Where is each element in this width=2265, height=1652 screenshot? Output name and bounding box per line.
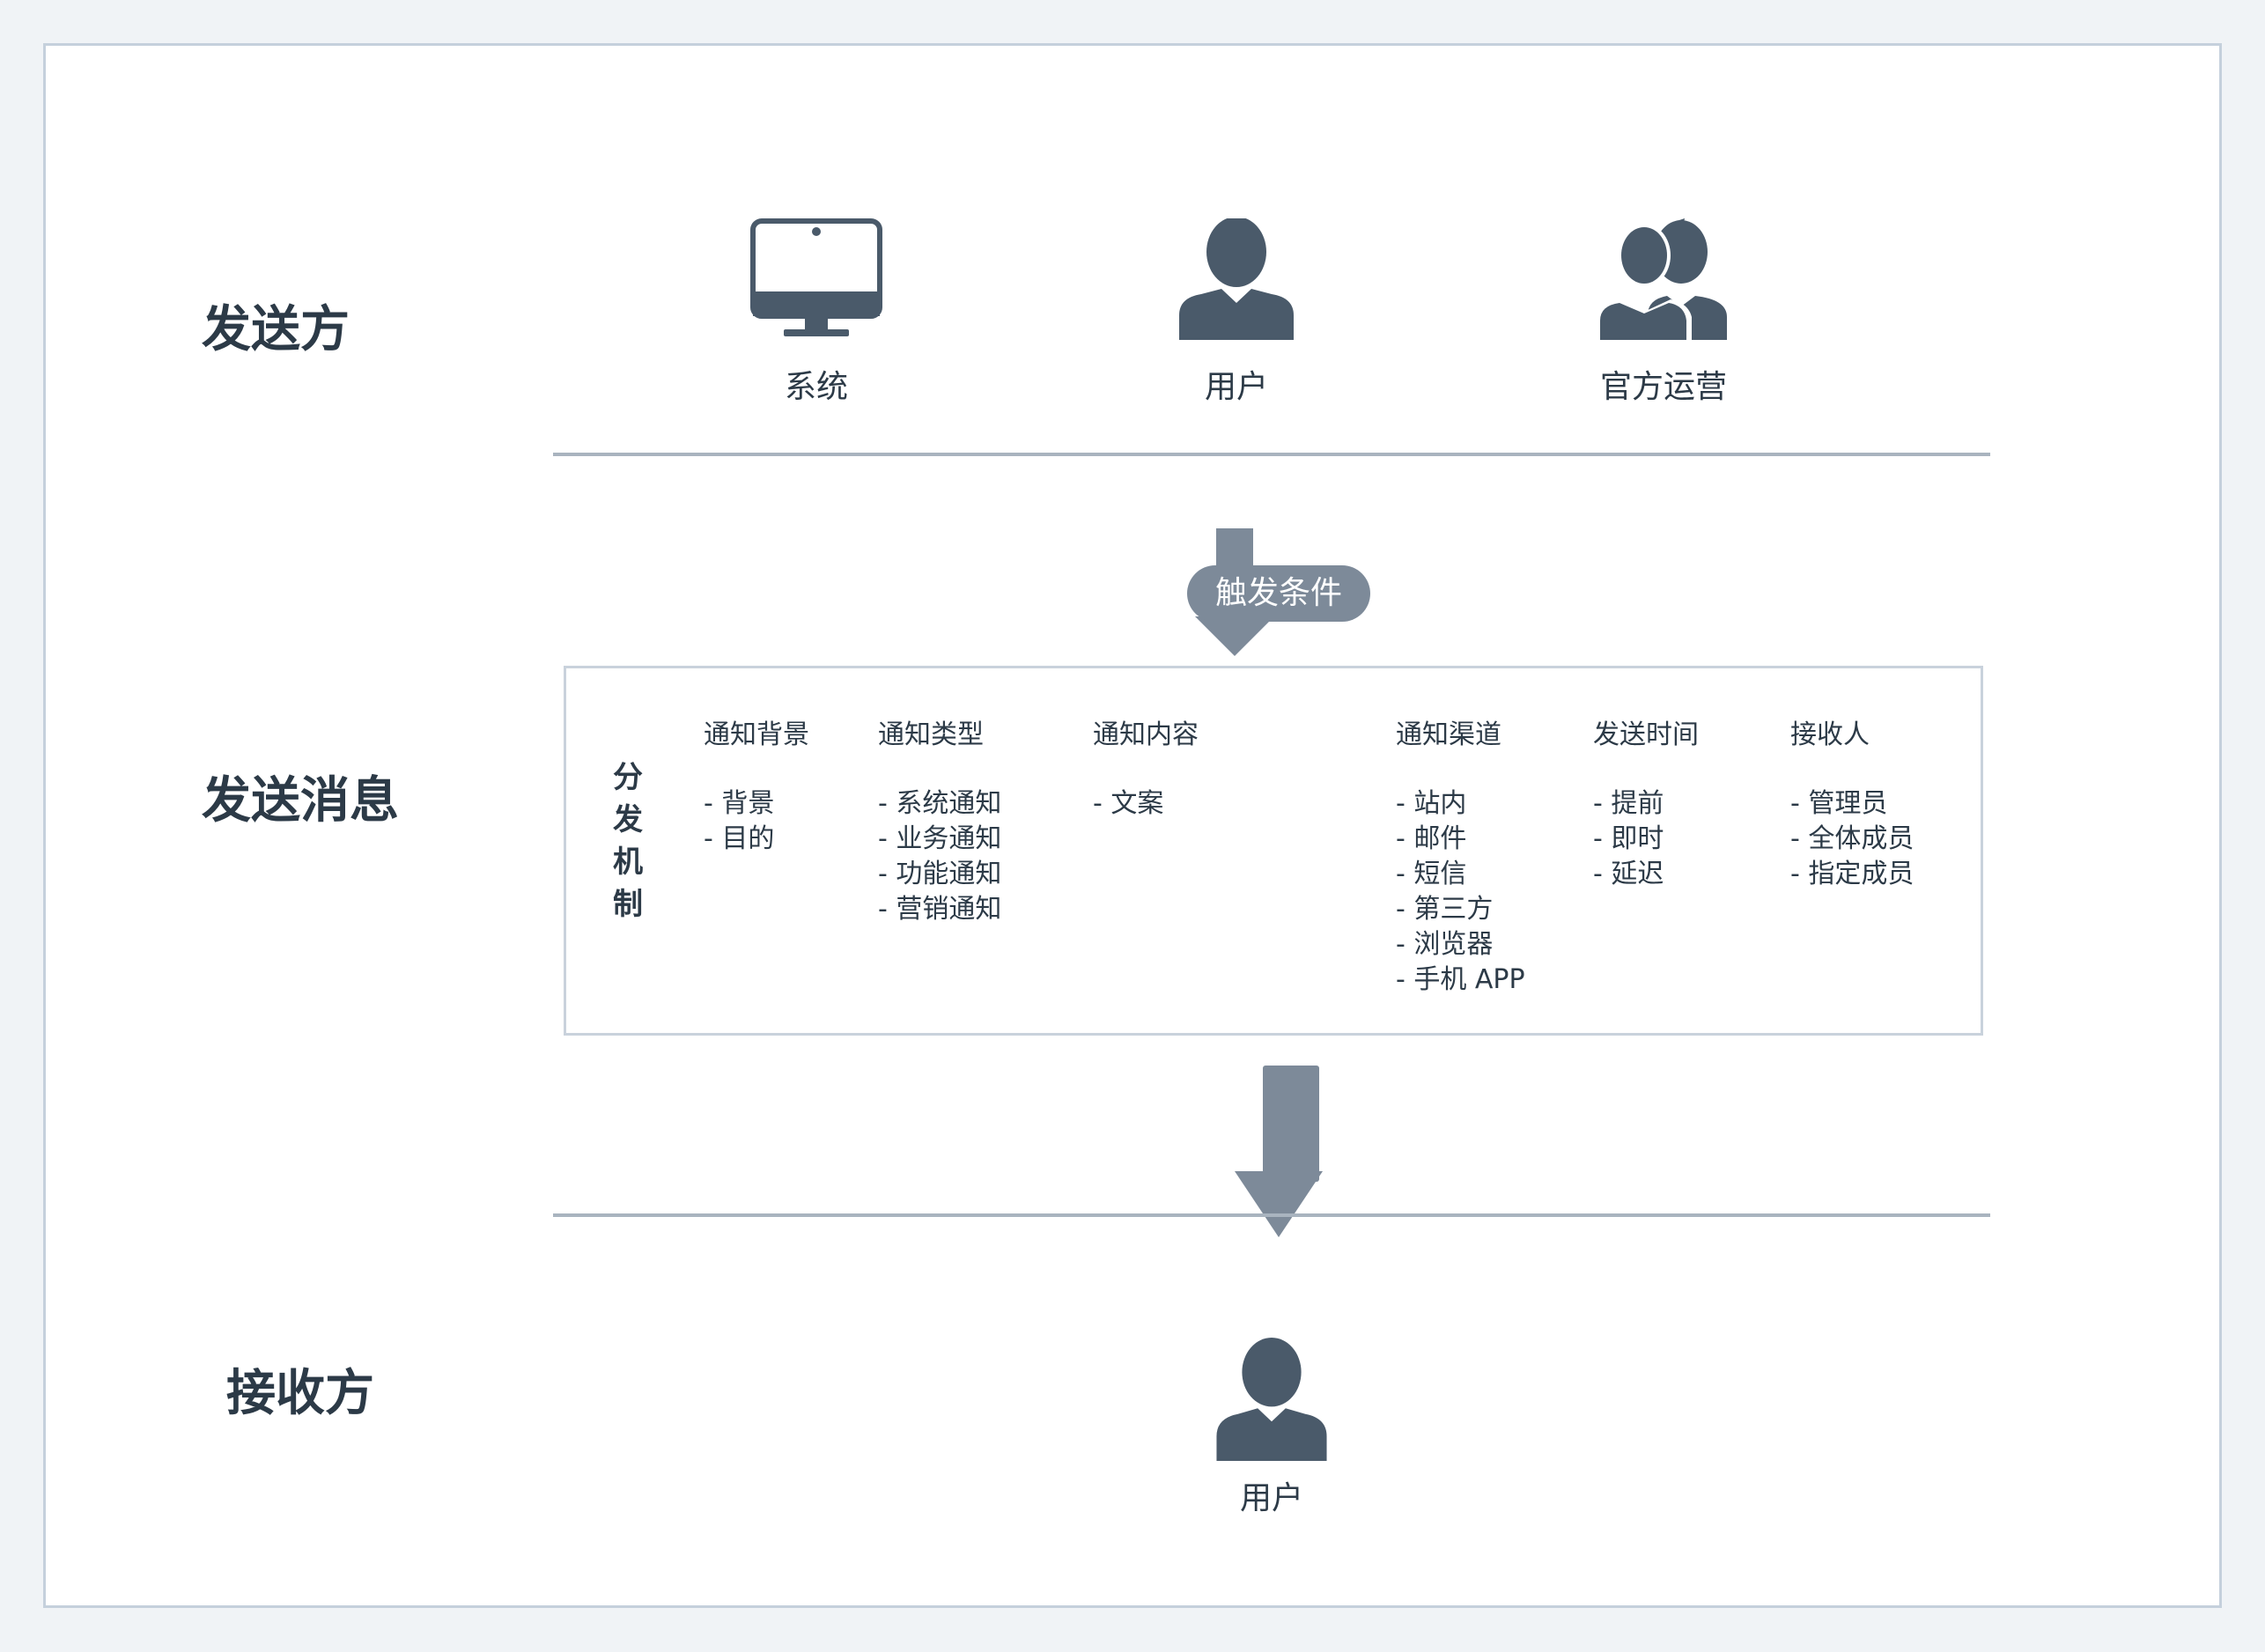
column-background: 通知背景 - 背景 - 目的 <box>704 718 809 857</box>
sender-system: 系统 <box>684 218 948 403</box>
list-item: - 邮件 <box>1396 823 1467 854</box>
column-send-time: 发送时间 - 提前 - 即时 - 延迟 <box>1593 718 1699 892</box>
mechanism-label: 分 发 机 制 <box>610 756 646 926</box>
divider-top <box>553 453 1990 456</box>
list-item: - 文案 <box>1093 788 1164 819</box>
list-item: - 系统通知 <box>878 788 1002 819</box>
list-item: - 营销通知 <box>878 894 1002 925</box>
section-title-sender: 发送方 <box>202 301 350 358</box>
sender-operations: 官方运营 <box>1531 218 1796 403</box>
list-item: - 即时 <box>1593 823 1664 854</box>
list-item: - 手机 APP <box>1396 964 1525 995</box>
column-channel: 通知渠道 - 站内 - 邮件 - 短信 - 第三方 - 浏览器 - 手机 APP <box>1396 718 1525 998</box>
column-title: 通知内容 <box>1093 719 1199 750</box>
message-box: 分 发 机 制 通知背景 - 背景 - 目的 通知类型 - 系统通知 - 业务通… <box>564 666 1983 1036</box>
list-item: - 管理员 <box>1790 788 1888 819</box>
column-list: - 提前 - 即时 - 延迟 <box>1593 786 1699 892</box>
sender-label: 用户 <box>1204 369 1268 405</box>
divider-bottom <box>553 1213 1990 1217</box>
column-list: - 站内 - 邮件 - 短信 - 第三方 - 浏览器 - 手机 APP <box>1396 786 1525 998</box>
down-arrow-icon <box>1235 1066 1323 1237</box>
section-title-message: 发送消息 <box>202 772 399 830</box>
list-item: - 短信 <box>1396 859 1467 889</box>
receiver-user: 用户 <box>1140 1337 1404 1515</box>
column-recipient: 接收人 - 管理员 - 全体成员 - 指定成员 <box>1790 718 1914 892</box>
list-item: - 站内 <box>1396 788 1467 819</box>
list-item: - 指定成员 <box>1790 859 1915 889</box>
user-icon <box>1179 218 1294 340</box>
column-title: 通知背景 <box>704 719 809 750</box>
column-list: - 系统通知 - 业务通知 - 功能通知 - 营销通知 <box>878 786 1001 927</box>
group-icon <box>1597 218 1727 340</box>
list-item: - 提前 <box>1593 788 1664 819</box>
list-item: - 背景 <box>704 788 775 819</box>
column-type: 通知类型 - 系统通知 - 业务通知 - 功能通知 - 营销通知 <box>878 718 1001 927</box>
list-item: - 功能通知 <box>878 859 1002 889</box>
receiver-label: 用户 <box>1239 1480 1303 1516</box>
monitor-icon <box>750 218 882 336</box>
list-item: - 全体成员 <box>1790 823 1915 854</box>
column-title: 通知类型 <box>878 719 984 750</box>
sender-label: 官方运营 <box>1599 369 1727 405</box>
list-item: - 第三方 <box>1396 894 1494 925</box>
column-title: 发送时间 <box>1593 719 1699 750</box>
list-item: - 业务通知 <box>878 823 1002 854</box>
list-item: - 延迟 <box>1593 859 1664 889</box>
column-list: - 文案 <box>1093 786 1199 822</box>
trigger-label: 触发条件 <box>1187 565 1370 622</box>
section-title-receiver: 接收方 <box>226 1365 374 1422</box>
user-icon <box>1216 1338 1327 1461</box>
list-item: - 浏览器 <box>1396 929 1494 960</box>
sender-label: 系统 <box>784 369 848 405</box>
column-list: - 管理员 - 全体成员 - 指定成员 <box>1790 786 1914 892</box>
diagram-frame: 发送方 发送消息 接收方 系统 用户 官方运营 <box>43 43 2222 1608</box>
list-item: - 目的 <box>704 823 775 854</box>
column-title: 接收人 <box>1790 719 1870 750</box>
column-list: - 背景 - 目的 <box>704 786 809 857</box>
mechanism-label-text: 分 发 机 制 <box>613 760 643 922</box>
column-title: 通知渠道 <box>1396 719 1501 750</box>
sender-user: 用户 <box>1104 218 1369 403</box>
column-content: 通知内容 - 文案 <box>1093 718 1199 822</box>
